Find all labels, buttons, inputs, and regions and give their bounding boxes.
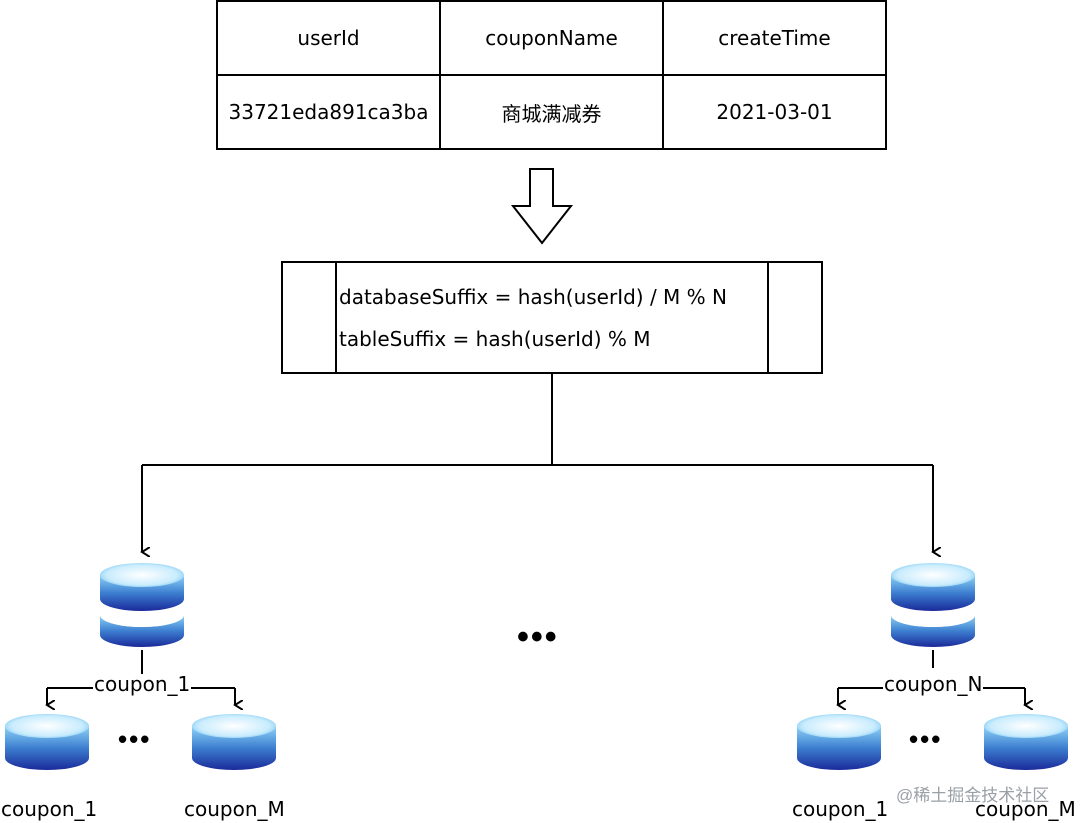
table-cell-createtime: 2021-03-01 [716,100,833,124]
table-cylinder-icon [797,714,881,770]
table-cell-couponname: 商城满减券 [501,101,602,126]
table-cell-userid: 33721eda891ca3ba [228,100,429,124]
watermark: @稀土掘金技术社区 [896,786,1050,805]
ellipsis-tables-n: ••• [909,724,943,754]
formula-database-suffix: databaseSuffix = hash(userId) / M % N [339,285,727,309]
formula-box-frame [281,261,823,374]
database-label-1: coupon_1 [93,672,192,696]
formula-table-suffix: tableSuffix = hash(userId) % M [339,327,651,351]
transform-arrow-icon [510,168,574,245]
ellipsis-tables-1: ••• [118,724,152,754]
ellipsis-databases: ••• [517,618,559,656]
table-grid [216,0,887,150]
table-label-n-last: coupon_M [975,797,1076,821]
table-cylinder-icon [984,714,1068,770]
table-label-1-first: coupon_1 [1,797,98,821]
table-label-1-last: coupon_M [184,797,285,821]
database-icon [891,563,975,647]
table-header-createtime: createTime [718,26,831,50]
database-label-n: coupon_N [883,672,984,696]
db-connectors [142,373,933,552]
table-header-couponname: couponName [485,26,618,50]
table-cylinder-icon [192,714,276,770]
table-label-n-first: coupon_1 [792,797,889,821]
database-icon [100,563,184,647]
table-header-userid: userId [297,26,360,50]
table-cylinder-icon [5,714,89,770]
